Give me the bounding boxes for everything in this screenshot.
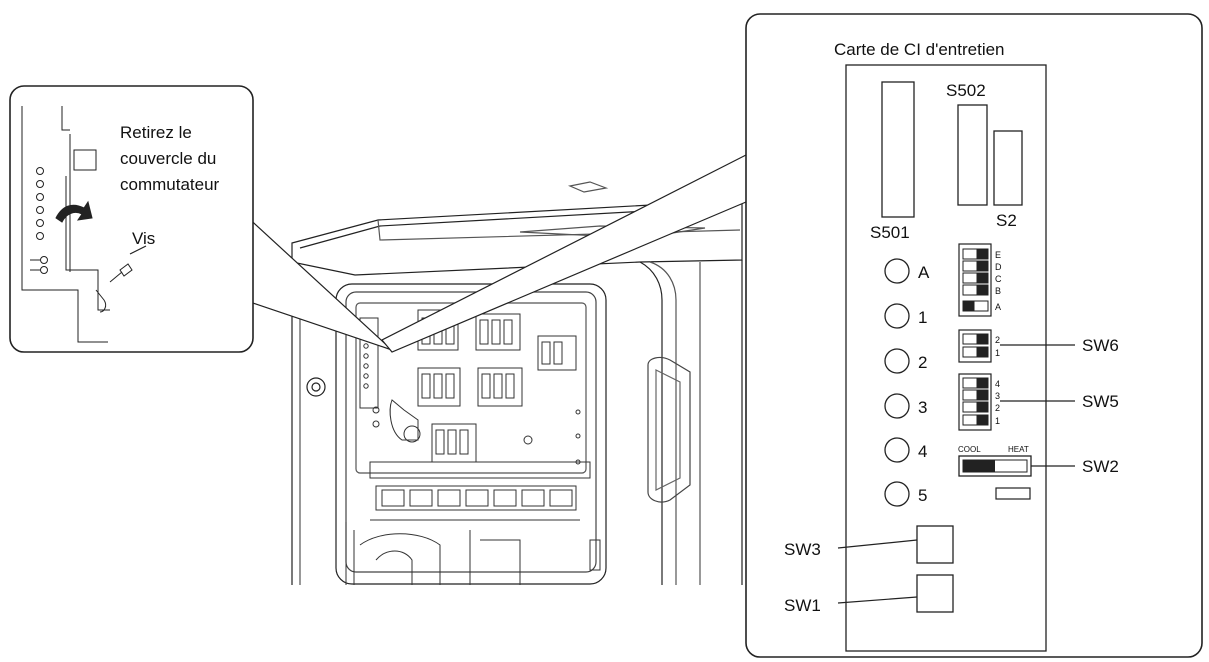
callout-leader-lines: [243, 154, 747, 353]
sw2-heat-label: HEAT: [1008, 445, 1029, 454]
sw2-cool-label: COOL: [958, 445, 981, 454]
instruction-line-3: commutateur: [120, 175, 220, 194]
sw5-label-3: 3: [995, 391, 1000, 401]
sw5-label-4: 4: [995, 379, 1000, 389]
sw6-label-2: 2: [995, 335, 1000, 345]
sw5-switch[interactable]: [958, 373, 992, 431]
board-title: Carte de CI d'entretien: [834, 40, 1005, 59]
sw3-name: SW3: [784, 540, 821, 559]
sw2-slider-knob: [963, 460, 995, 472]
switch-cover-callout: Retirez le couvercle du commutateur Vis: [9, 85, 254, 353]
outdoor-unit-illustration: [291, 181, 743, 585]
sw1-name: SW1: [784, 596, 821, 615]
led-group: [884, 258, 910, 507]
connector-s2: [993, 130, 1023, 206]
led-5: [884, 481, 910, 507]
led-1: [884, 303, 910, 329]
connector-s501-label: S501: [870, 223, 910, 242]
sw6-name: SW6: [1082, 336, 1119, 355]
connector-s2-label: S2: [996, 211, 1017, 230]
led-4-label: 4: [918, 442, 927, 461]
callout-frame: [9, 85, 254, 353]
sw6-switch[interactable]: [958, 329, 992, 363]
connector-s502: [957, 104, 988, 206]
removal-arrow-icon: [55, 200, 93, 223]
led-5-label: 5: [918, 486, 927, 505]
sw5-label-2: 2: [995, 403, 1000, 413]
dip-label-e: E: [995, 250, 1001, 260]
sw1-leader: [837, 596, 918, 604]
dip-label-d: D: [995, 262, 1002, 272]
sw5-label-1: 1: [995, 416, 1000, 426]
led-3: [884, 393, 910, 419]
instruction-line-1: Retirez le: [120, 123, 192, 142]
sw6-label-1: 1: [995, 348, 1000, 358]
screw-label: Vis: [132, 229, 155, 248]
small-component: [995, 487, 1031, 500]
led-3-label: 3: [918, 398, 927, 417]
connector-s501: [881, 81, 915, 218]
connector-s502-label: S502: [946, 81, 986, 100]
led-a: [884, 258, 910, 284]
screw-leader: [129, 245, 147, 255]
dip-label-c: C: [995, 274, 1002, 284]
instruction-line-2: couvercle du: [120, 149, 216, 168]
sw2-slide-switch[interactable]: [958, 455, 1032, 477]
led-a-label: A: [918, 263, 930, 282]
dip-switch-abcde[interactable]: [958, 243, 992, 317]
pcb-outline: [845, 64, 1047, 652]
dip-label-a: A: [995, 302, 1001, 312]
sw5-name: SW5: [1082, 392, 1119, 411]
sw3-leader: [837, 539, 918, 549]
led-2: [884, 348, 910, 374]
sw1-button[interactable]: [916, 574, 954, 613]
sw3-button[interactable]: [916, 525, 954, 564]
dip-label-b: B: [995, 286, 1001, 296]
sw2-name: SW2: [1082, 457, 1119, 476]
led-1-label: 1: [918, 308, 927, 327]
service-board-callout: Carte de CI d'entretien S501 S502 S2 A 1…: [745, 13, 1203, 658]
switch-cover-drawing: [21, 106, 133, 343]
led-4: [884, 437, 910, 463]
led-2-label: 2: [918, 353, 927, 372]
